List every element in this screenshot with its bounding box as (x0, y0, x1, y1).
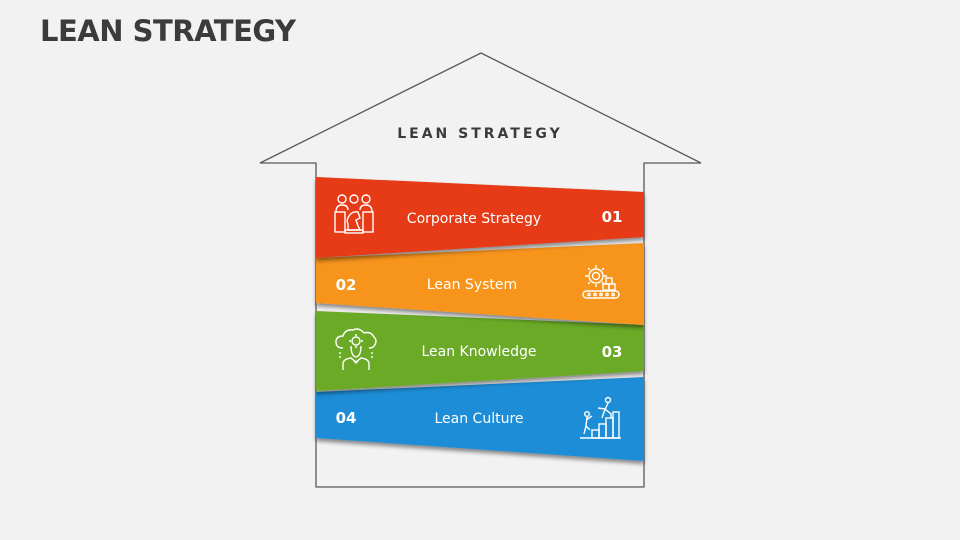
band-2-number: 02 (335, 276, 357, 294)
house-label: LEAN STRATEGY (397, 126, 563, 142)
band-3-label: Lean Knowledge (421, 344, 537, 360)
band-4-number: 04 (335, 409, 357, 427)
band-3-number: 03 (601, 343, 623, 361)
cloud-gear-person-icon (333, 326, 379, 376)
band-2-shape (316, 243, 644, 325)
people-climbing-steps-icon (578, 396, 622, 444)
gear-conveyor-icon (579, 262, 623, 306)
band-4-shape (316, 377, 644, 461)
band-4-label: Lean Culture (434, 411, 524, 427)
band-1-number: 01 (601, 208, 623, 226)
band-3-shape (316, 311, 644, 391)
band-2-label: Lean System (426, 277, 518, 293)
slide-title: LEAN STRATEGY (40, 14, 296, 48)
band-1-shape (316, 177, 644, 258)
team-chess-knight-icon (332, 192, 376, 240)
band-1-label: Corporate Strategy (406, 211, 542, 227)
